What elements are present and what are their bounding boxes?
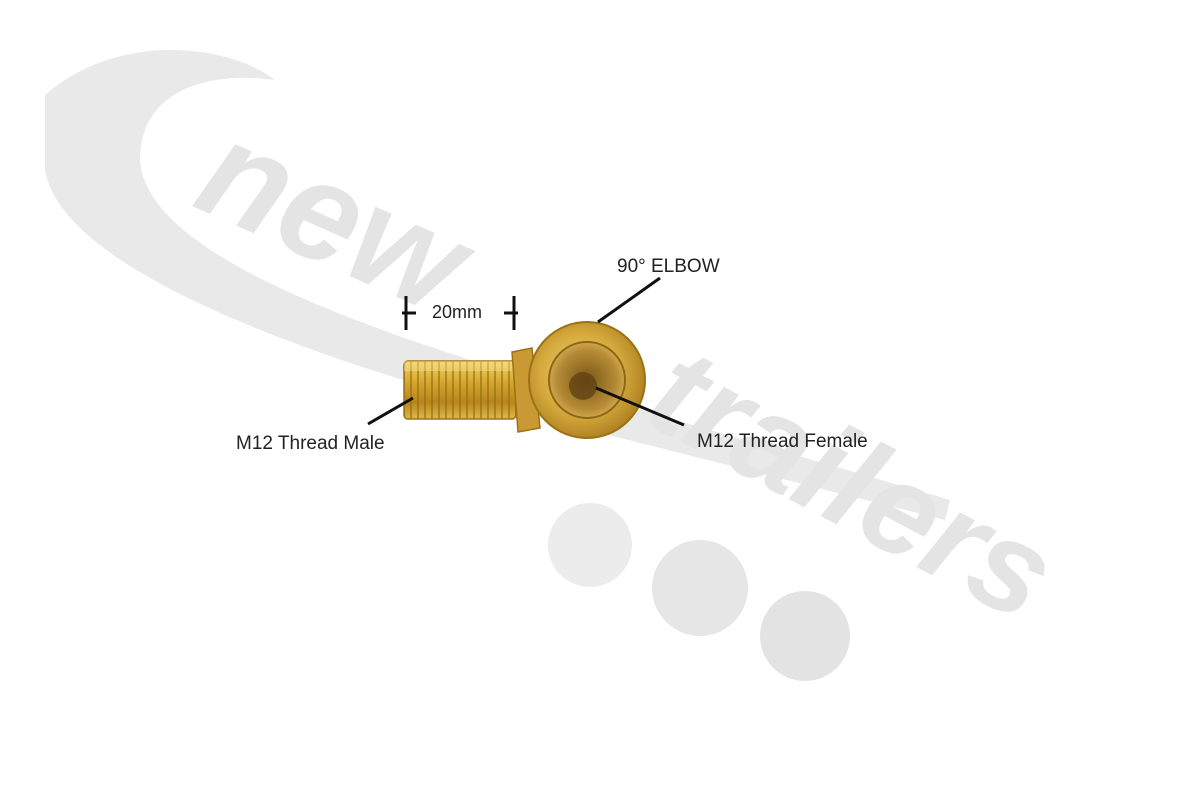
dimension-label: 20mm <box>432 302 483 322</box>
female-thread-label: M12 Thread Female <box>697 431 868 452</box>
elbow-fitting <box>403 321 646 439</box>
annotation-lines <box>367 276 685 427</box>
elbow-label: 90° ELBOW <box>617 256 720 277</box>
male-thread-label: M12 Thread Male <box>236 433 385 454</box>
